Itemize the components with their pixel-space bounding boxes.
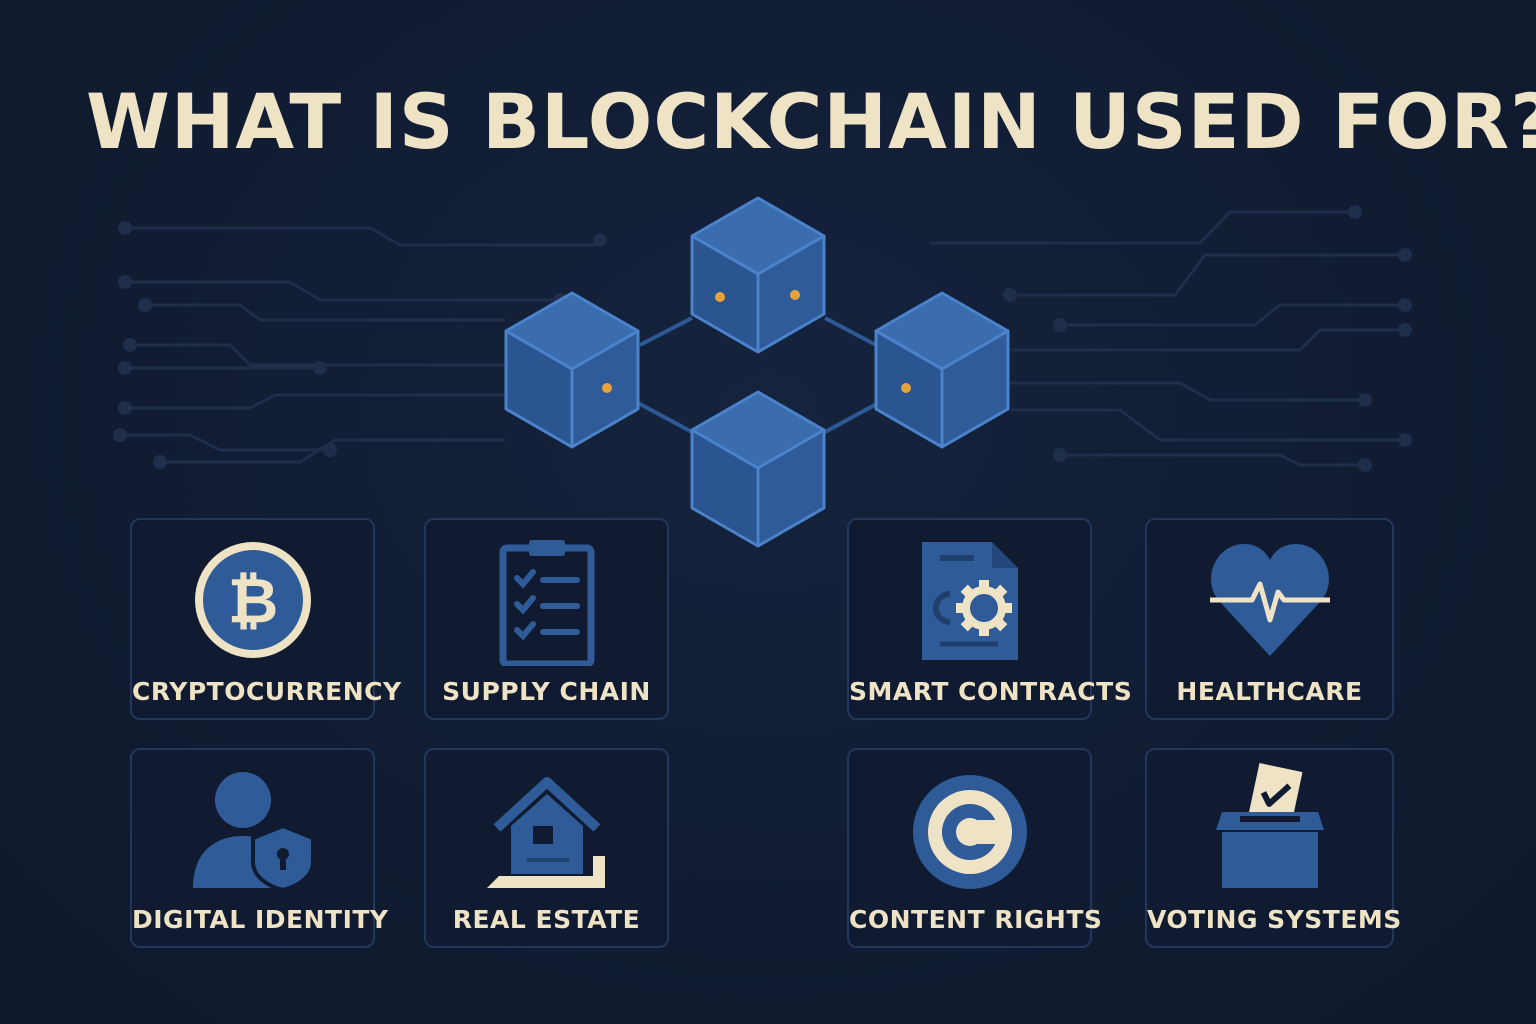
card-label: CONTENT RIGHTS bbox=[849, 905, 1103, 934]
person-shield-icon bbox=[192, 772, 315, 890]
cube-left bbox=[504, 291, 640, 449]
heart-pulse-icon bbox=[1209, 544, 1330, 656]
card-healthcare[interactable]: HEALTHCARE bbox=[1145, 518, 1394, 720]
card-cryptocurrency[interactable]: ₿ CRYPTOCURRENCY bbox=[130, 518, 402, 720]
card-label: REAL ESTATE bbox=[452, 905, 641, 934]
card-voting-systems[interactable]: VOTING SYSTEMS bbox=[1145, 748, 1402, 948]
circuit-lines-left bbox=[120, 226, 600, 464]
card-label: VOTING SYSTEMS bbox=[1147, 905, 1402, 934]
card-label: DIGITAL IDENTITY bbox=[132, 905, 389, 934]
cube-right bbox=[874, 291, 1010, 449]
svg-text:₿: ₿ bbox=[227, 564, 278, 637]
bitcoin-icon: ₿ bbox=[194, 542, 311, 658]
card-supply-chain[interactable]: SUPPLY CHAIN bbox=[424, 518, 669, 720]
house-icon bbox=[486, 777, 605, 888]
card-label: CRYPTOCURRENCY bbox=[132, 677, 402, 706]
copyright-icon bbox=[912, 775, 1027, 889]
circuit-dots-right bbox=[1003, 205, 1412, 472]
card-smart-contracts[interactable]: SMART CONTRACTS bbox=[847, 518, 1133, 720]
card-content-rights[interactable]: CONTENT RIGHTS bbox=[847, 748, 1103, 948]
clipboard-checklist-icon bbox=[499, 540, 594, 666]
card-digital-identity[interactable]: DIGITAL IDENTITY bbox=[130, 748, 389, 948]
cube-bottom bbox=[690, 390, 826, 548]
cube-top bbox=[690, 196, 826, 354]
circuit-lines-right bbox=[930, 210, 1405, 467]
ballot-box-icon bbox=[1215, 763, 1324, 888]
document-gear-icon bbox=[921, 542, 1018, 660]
card-real-estate[interactable]: REAL ESTATE bbox=[424, 748, 669, 948]
node-dots bbox=[602, 290, 911, 393]
card-label: SUPPLY CHAIN bbox=[442, 677, 651, 706]
page-title: WHAT IS BLOCKCHAIN USED FOR? bbox=[86, 77, 1536, 166]
card-label: SMART CONTRACTS bbox=[849, 677, 1133, 706]
card-label: HEALTHCARE bbox=[1176, 677, 1363, 706]
